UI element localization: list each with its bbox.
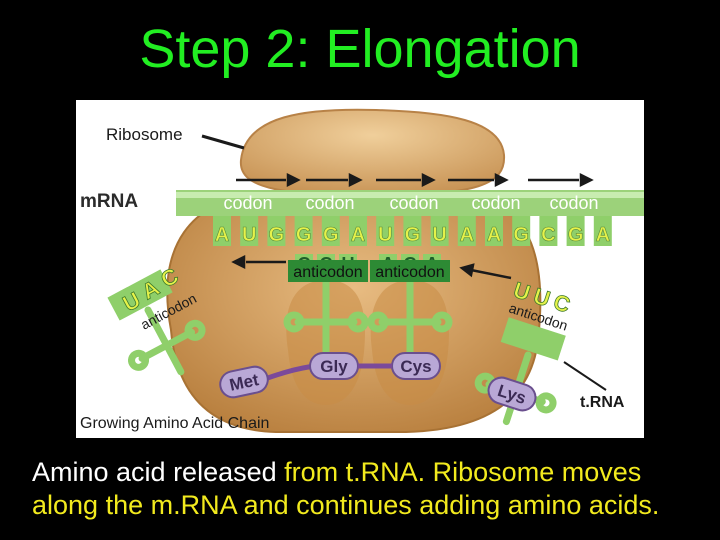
right-trna-base: U bbox=[510, 277, 533, 306]
mrna-base: G bbox=[568, 224, 584, 246]
codon-label: codon bbox=[305, 193, 354, 213]
mrna-base: G bbox=[513, 224, 529, 246]
amino-acid-label: Cys bbox=[400, 357, 431, 376]
ribosome-small-subunit bbox=[239, 108, 506, 197]
mrna-base: C bbox=[541, 224, 555, 246]
left-trna bbox=[107, 269, 206, 376]
amino-acid: Cys bbox=[391, 352, 441, 380]
mrna-base-peg bbox=[240, 216, 259, 246]
movement-arrows bbox=[236, 172, 594, 188]
mrna-base-peg bbox=[321, 216, 340, 246]
trna-label: t.RNA bbox=[580, 394, 625, 411]
amino-acid: Met bbox=[219, 365, 269, 399]
mrna-base-peg bbox=[566, 216, 585, 246]
mrna-base: A bbox=[460, 224, 474, 246]
caption: Amino acid released from t.RNA. Ribosome… bbox=[32, 456, 702, 522]
mrna-base-peg bbox=[539, 216, 558, 246]
amino-acid-shape bbox=[487, 376, 537, 412]
amino-acid: Lys bbox=[487, 376, 537, 412]
chain-label: Growing Amino Acid Chain bbox=[80, 415, 269, 432]
codon-label: codon bbox=[471, 193, 520, 213]
mrna-base: U bbox=[242, 224, 256, 246]
mrna-base-peg bbox=[593, 216, 612, 246]
anticodon-label-a: anticodon bbox=[375, 264, 444, 281]
mrna-base: G bbox=[296, 224, 312, 246]
slide-title: Step 2: Elongation bbox=[139, 19, 581, 79]
mrna-label: mRNA bbox=[80, 191, 138, 212]
codon-labels: codon codon codon codon codon bbox=[223, 193, 598, 213]
mrna-base: G bbox=[323, 224, 339, 246]
mrna-base-peg bbox=[485, 216, 503, 246]
mrna-base-peg bbox=[349, 216, 367, 246]
mrna-base: A bbox=[596, 224, 610, 246]
mrna-base-peg bbox=[376, 216, 395, 246]
anticodon-label-p: anticodon bbox=[293, 264, 362, 281]
amino-acid-label: Gly bbox=[320, 357, 348, 376]
mrna-base-peg bbox=[213, 216, 231, 246]
mrna-base-peg bbox=[403, 216, 422, 246]
anticodon-label-p-bg bbox=[288, 260, 368, 282]
codon-label: codon bbox=[549, 193, 598, 213]
trna-a-site bbox=[367, 276, 453, 364]
codon-label: codon bbox=[223, 193, 272, 213]
mrna-base-peg bbox=[267, 216, 286, 246]
amino-acid: Gly bbox=[309, 352, 359, 380]
mrna-base: U bbox=[432, 224, 446, 246]
mrna-base: A bbox=[215, 224, 229, 246]
mrna-base-peg bbox=[430, 216, 449, 246]
right-trna-base: U bbox=[530, 283, 553, 312]
mrna-base: G bbox=[269, 224, 285, 246]
mrna-highlight bbox=[176, 192, 644, 198]
anticodon-labels: anticodon anticodon bbox=[288, 260, 450, 282]
mrna-base-peg bbox=[457, 216, 476, 246]
amino-acid-shape bbox=[219, 365, 269, 399]
ribosome-pointer bbox=[201, 134, 245, 150]
mrna-base: A bbox=[351, 224, 365, 246]
caption-part-3: Ribosome moves along the m.RNA and conti… bbox=[32, 457, 660, 520]
mrna-base: U bbox=[378, 224, 392, 246]
trna-p-site bbox=[283, 276, 369, 364]
mrna-base-peg bbox=[294, 216, 313, 246]
mrna-base: G bbox=[405, 224, 421, 246]
caption-part-2: from t.RNA. bbox=[276, 457, 426, 487]
trna-arrows bbox=[231, 254, 512, 280]
codon-label: codon bbox=[389, 193, 438, 213]
mrna-base-peg bbox=[512, 216, 531, 246]
ribosome-label: Ribosome bbox=[106, 125, 183, 144]
trna-pointer bbox=[563, 361, 607, 391]
caption-part-1: Amino acid released bbox=[32, 457, 277, 487]
anticodon-label-a-bg bbox=[370, 260, 450, 282]
mrna-base: A bbox=[487, 224, 501, 246]
